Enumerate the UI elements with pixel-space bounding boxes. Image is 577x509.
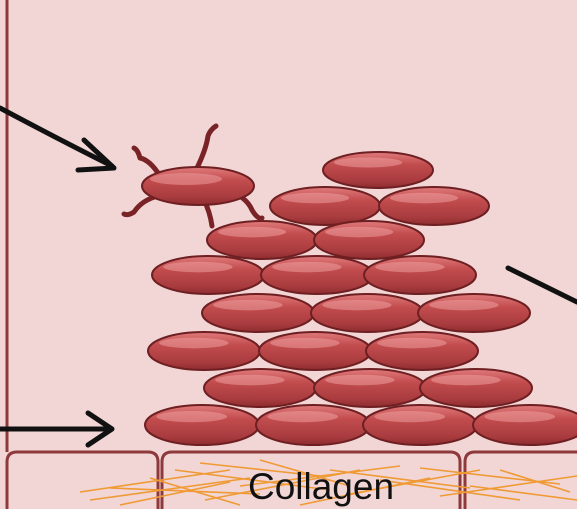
cell bbox=[202, 294, 314, 332]
cell bbox=[420, 369, 532, 407]
cell bbox=[323, 152, 433, 188]
collagen-label: Collagen bbox=[231, 466, 411, 508]
cell bbox=[366, 332, 478, 370]
cell bbox=[314, 221, 424, 259]
cell bbox=[259, 332, 371, 370]
cell bbox=[145, 405, 259, 445]
cell bbox=[418, 294, 530, 332]
cell bbox=[261, 256, 373, 294]
cell bbox=[152, 256, 264, 294]
migrating-cell-body bbox=[142, 167, 254, 205]
cell bbox=[364, 256, 476, 294]
cell bbox=[148, 332, 260, 370]
cell bbox=[311, 294, 423, 332]
cell bbox=[363, 405, 477, 445]
cell bbox=[270, 187, 380, 225]
cell bbox=[379, 187, 489, 225]
cell bbox=[204, 369, 316, 407]
cell bbox=[314, 369, 426, 407]
cell bbox=[473, 405, 577, 445]
cell bbox=[256, 405, 370, 445]
cell bbox=[207, 221, 317, 259]
